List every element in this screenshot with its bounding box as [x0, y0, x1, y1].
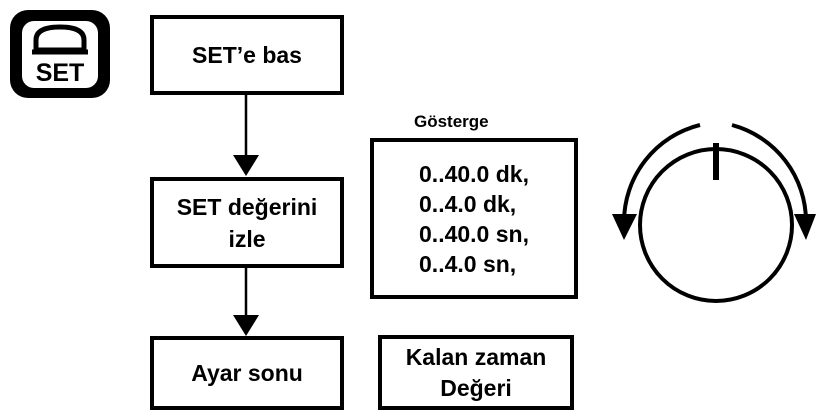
- flow-arrow-1: [233, 95, 259, 176]
- indicator-option: 0..4.0 sn,: [419, 250, 517, 277]
- step-watch-line2: izle: [228, 225, 266, 252]
- set-key-label: SET: [36, 59, 85, 87]
- indicator-options-box: 0..40.0 dk, 0..4.0 dk, 0..40.0 sn, 0..4.…: [370, 138, 578, 299]
- step-watch-line1: SET değerini: [176, 193, 318, 220]
- remaining-time-box: Kalan zaman Değeri: [378, 335, 574, 410]
- remaining-time-line2: Değeri: [440, 374, 512, 401]
- indicator-title: Gösterge: [414, 112, 489, 131]
- step-press-set-box: SET’e bas: [150, 15, 344, 95]
- set-key-icon[interactable]: SET: [10, 10, 110, 98]
- flow-arrow-2: [233, 268, 259, 336]
- step-end-box: Ayar sonu: [150, 336, 344, 410]
- indicator-option: 0..4.0 dk,: [419, 190, 517, 217]
- indicator-option: 0..40.0 sn,: [419, 220, 529, 247]
- step-press-set-text: SET’e bas: [192, 42, 302, 68]
- step-watch-set-value-box: SET değerini izle: [150, 177, 344, 268]
- indicator-option: 0..40.0 dk,: [419, 160, 529, 187]
- step-end-text: Ayar sonu: [191, 360, 303, 386]
- remaining-time-line1: Kalan zaman: [405, 343, 547, 370]
- rotary-knob-icon[interactable]: [612, 123, 816, 303]
- indicator-options-list: 0..40.0 dk, 0..4.0 dk, 0..40.0 sn, 0..4.…: [419, 159, 529, 279]
